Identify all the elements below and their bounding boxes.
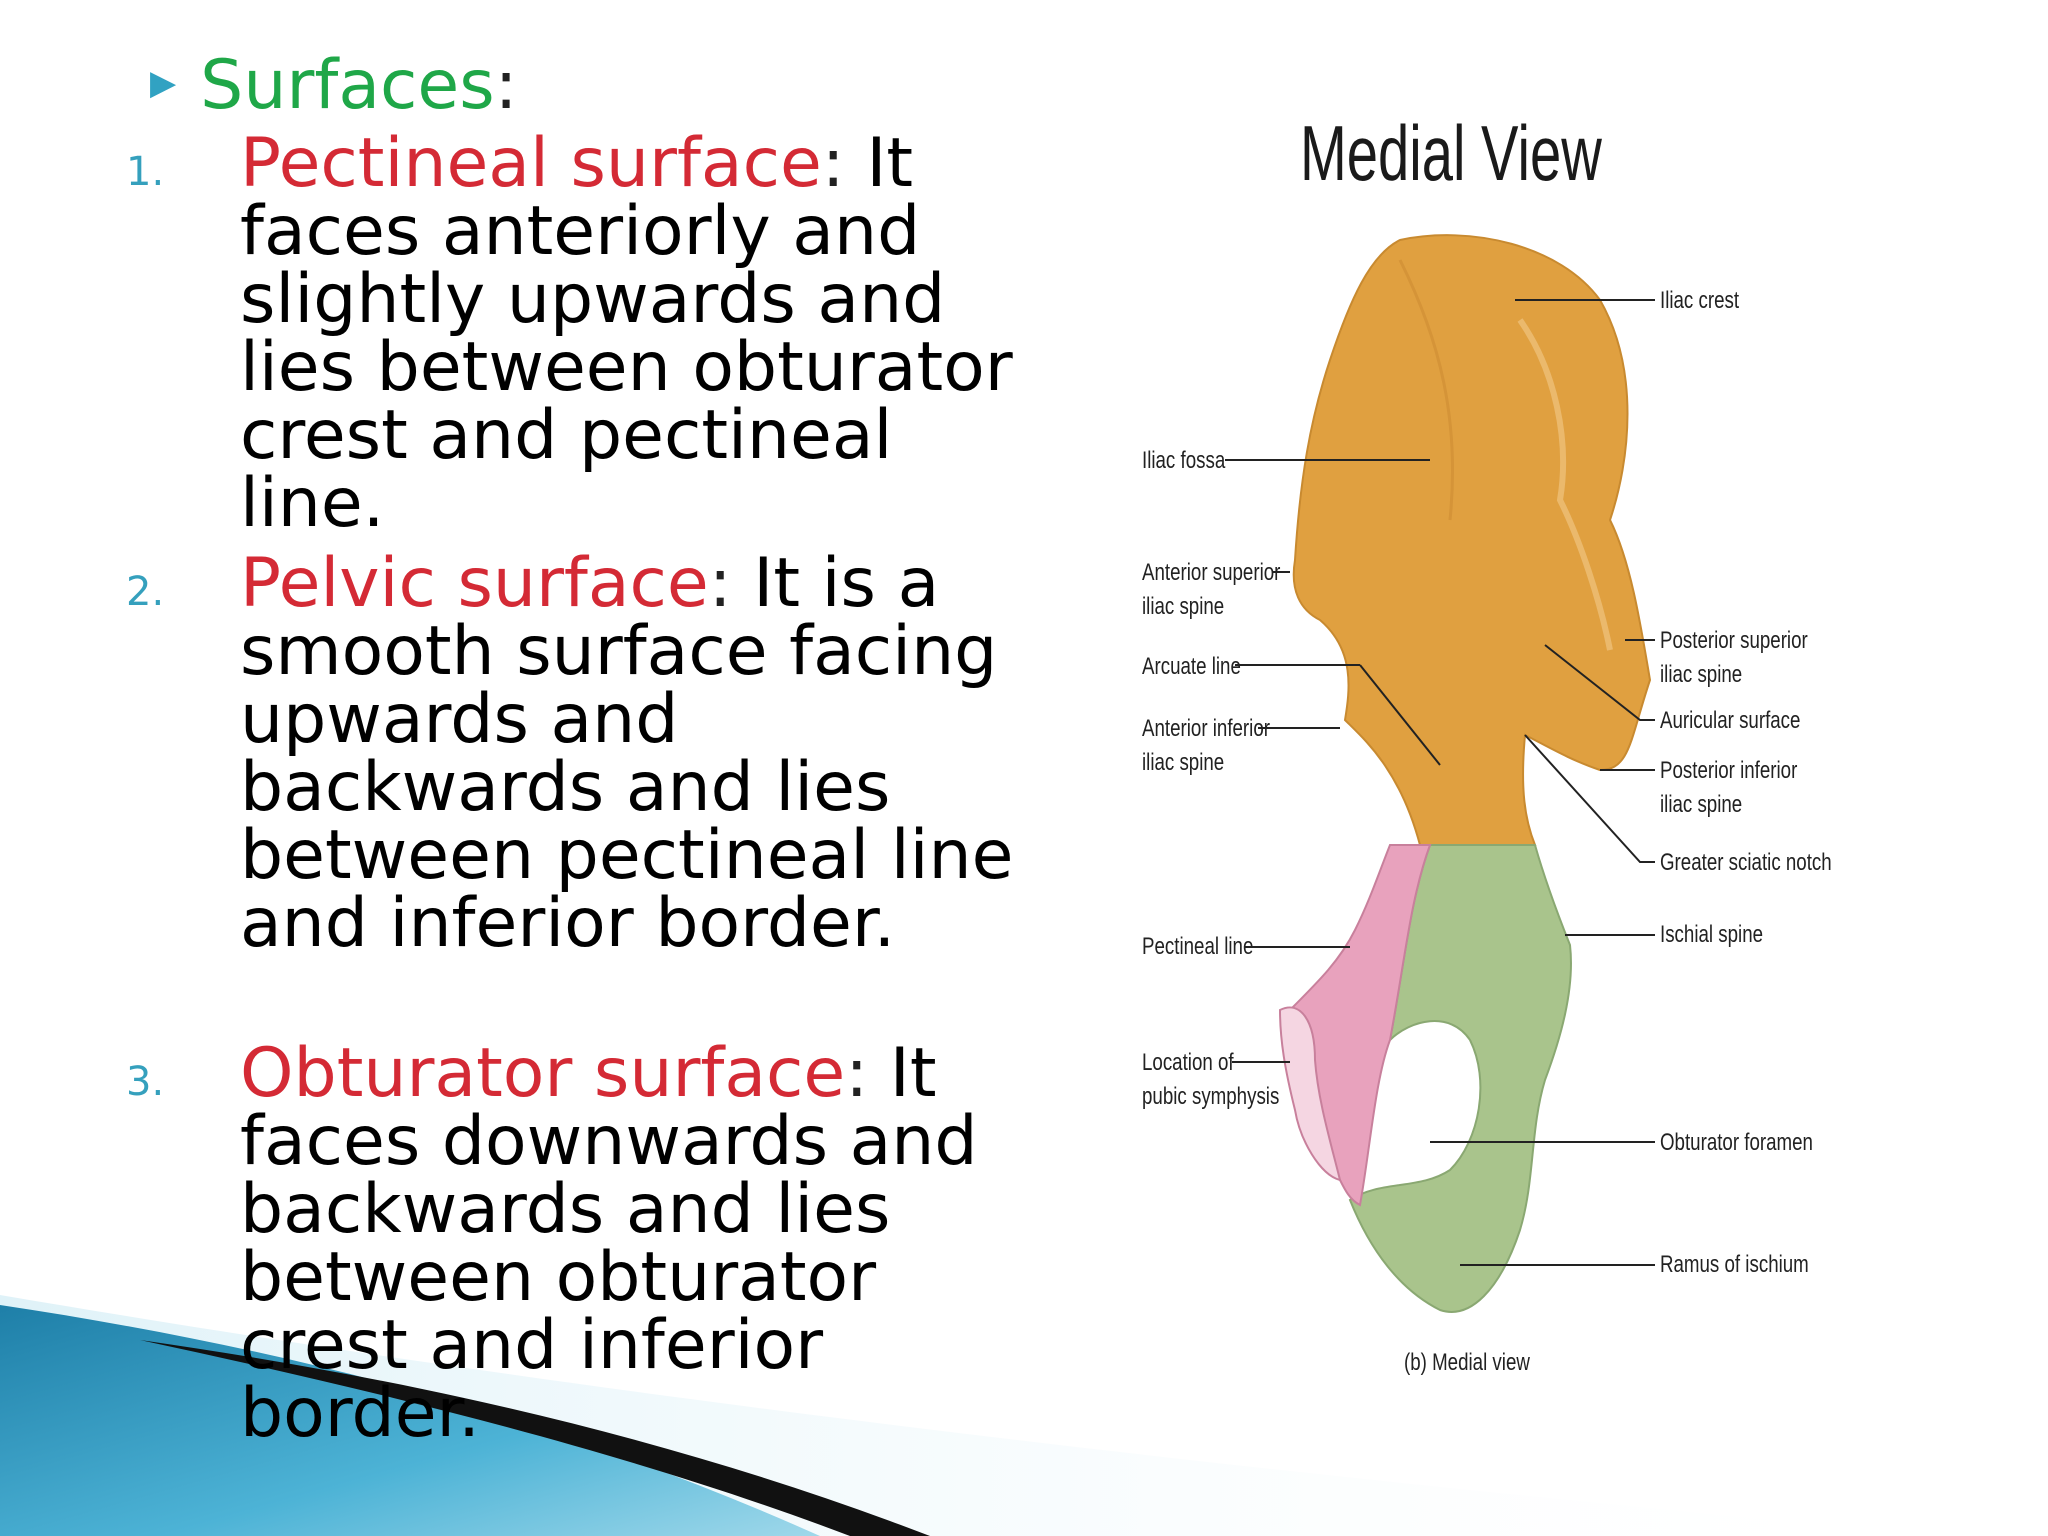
diagram-title: Medial View: [1300, 109, 1602, 197]
label-asis-line2: iliac spine: [1142, 593, 1225, 620]
item-number: 1.: [126, 149, 165, 195]
diagram-caption: (b) Medial view: [1404, 1349, 1530, 1376]
item-number: 3.: [126, 1059, 165, 1105]
list-item-obturator: 3. Obturator surface: It faces downwards…: [126, 1034, 978, 1453]
item-term: Pectineal surface: [240, 124, 822, 203]
ilium-shape: [1292, 234, 1652, 846]
item-term: Pelvic surface: [240, 544, 709, 623]
label-greater-sciatic-notch: Greater sciatic notch: [1660, 849, 1832, 876]
heading-label: Surfaces: [200, 46, 495, 125]
label-piis-line2: iliac spine: [1660, 791, 1743, 818]
bullet-arrow-icon: ▶: [150, 63, 177, 104]
item-term: Obturator surface: [240, 1034, 846, 1113]
label-iliac-crest: Iliac crest: [1660, 287, 1740, 314]
item-number: 2.: [126, 569, 165, 615]
label-psis-line2: iliac spine: [1660, 661, 1743, 688]
label-iliac-fossa: Iliac fossa: [1142, 447, 1226, 474]
list-item-pelvic: 2. Pelvic surface: It is a smooth surfac…: [126, 544, 1014, 963]
item-text: It faces anteriorly and slightly upwards…: [240, 124, 1013, 543]
label-psis-line1: Posterior superior: [1660, 627, 1808, 654]
label-piis-line1: Posterior inferior: [1660, 757, 1798, 784]
label-aiis-line2: iliac spine: [1142, 749, 1225, 776]
label-aiis-line1: Anterior inferior: [1142, 715, 1270, 742]
label-ramus-ischium: Ramus of ischium: [1660, 1251, 1809, 1278]
label-arcuate-line: Arcuate line: [1142, 653, 1241, 680]
label-pubic-symphysis-line1: Location of: [1142, 1049, 1234, 1076]
item-text: It faces downwards and backwards and lie…: [240, 1034, 978, 1453]
label-auricular-surface: Auricular surface: [1660, 707, 1801, 734]
list-item-pectineal: 1. Pectineal surface: It faces anteriorl…: [126, 124, 1013, 543]
section-heading: ▶Surfaces:: [150, 46, 518, 125]
label-pubic-symphysis-line2: pubic symphysis: [1142, 1083, 1280, 1110]
ischium-shape: [1348, 844, 1572, 1313]
label-asis-line1: Anterior superior: [1142, 559, 1281, 586]
label-pectineal-line: Pectineal line: [1142, 933, 1254, 960]
label-obturator-foramen: Obturator foramen: [1660, 1129, 1813, 1156]
label-ischial-spine: Ischial spine: [1660, 921, 1764, 948]
item-text: It is a smooth surface facing upwards an…: [240, 544, 1014, 963]
